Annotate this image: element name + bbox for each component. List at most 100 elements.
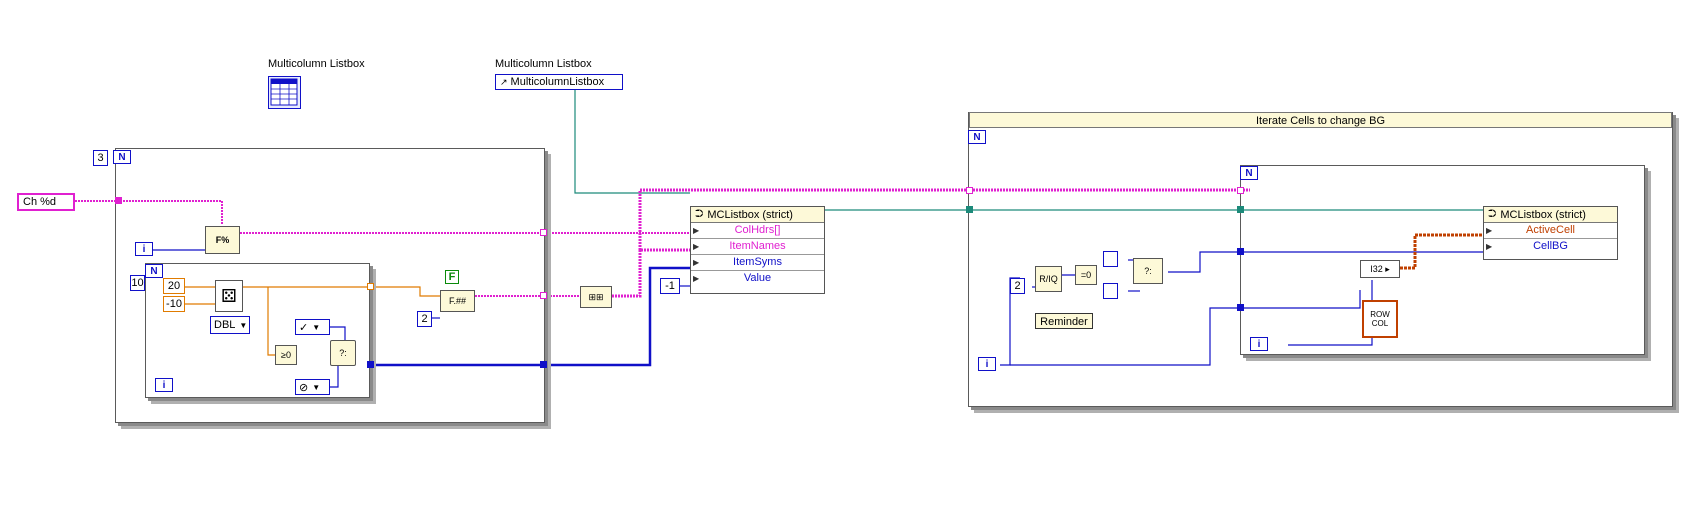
itemnames-wire-2 — [612, 248, 690, 298]
dbl-wire — [243, 286, 440, 297]
color-select-node[interactable]: ?: — [1133, 258, 1163, 284]
listbox-property-node-right[interactable]: ⮊MCListbox (strict) ▶ ActiveCell ▶CellBG — [1483, 206, 1618, 260]
right-loop-count-terminal: N — [968, 130, 986, 144]
chevron-down-icon: ▼ — [312, 382, 321, 392]
property-cellbg[interactable]: ▶CellBG — [1484, 239, 1617, 255]
dbl-tunnel — [367, 283, 374, 290]
check-symbol-text: ✓ — [299, 321, 309, 334]
inner-cell-count-terminal: N — [1240, 166, 1258, 180]
dims-constant[interactable]: 2 — [417, 311, 432, 327]
property-itemnames-label: ItemNames — [729, 240, 786, 252]
no-symbol-ring[interactable]: ⊘▼ — [295, 379, 330, 395]
equal-zero-node[interactable]: =0 — [1075, 265, 1097, 285]
number-to-string-node[interactable]: F.## — [440, 290, 475, 312]
bundle-node[interactable]: I32 ▸ — [1360, 260, 1400, 278]
chevron-down-icon: ▼ — [312, 322, 321, 332]
quotient-remainder-node[interactable]: R/IQ — [1035, 266, 1062, 292]
no-symbol-text: ⊘ — [299, 381, 309, 394]
inner-count-terminal: N — [145, 264, 163, 278]
rand-high-constant[interactable]: 20 — [163, 278, 185, 294]
input-arrow-icon: ▶ — [693, 242, 700, 251]
outer-for-loop[interactable] — [115, 148, 545, 423]
inner-iteration-terminal: i — [155, 378, 173, 392]
property-colhdrs[interactable]: ▶ColHdrs[] — [691, 223, 824, 239]
dbl-wire-cmp — [267, 287, 275, 356]
chevron-down-icon: ▼ — [239, 320, 248, 330]
property-value-label: Value — [743, 272, 772, 284]
listbox-reference-text: MulticolumnListbox — [510, 76, 605, 88]
input-arrow-icon: ▶ — [693, 226, 700, 235]
bool-tunnel — [367, 361, 374, 368]
input-arrow-icon: ▶ — [693, 258, 700, 267]
itemnames-long — [638, 188, 1250, 250]
input-arrow-icon: ▶ — [693, 274, 700, 283]
string-tunnel — [115, 197, 122, 204]
format-into-string-node[interactable]: F% — [205, 226, 240, 254]
rand-low-constant[interactable]: -10 — [163, 296, 185, 312]
format-string-constant[interactable]: Ch %d — [17, 193, 75, 211]
reminder-label: Reminder — [1035, 313, 1093, 329]
bool-false-constant[interactable]: F — [445, 270, 459, 284]
check-wire — [330, 326, 346, 345]
transpose-icon: ⊞⊞ — [588, 291, 604, 302]
select-icon: ?: — [339, 348, 347, 358]
property-activecell[interactable]: ▶ ActiveCell — [1484, 223, 1617, 239]
value-constant[interactable]: -1 — [660, 278, 680, 294]
greater-zero-node[interactable]: ≥0 — [275, 345, 297, 365]
n-count-constant[interactable]: 3 — [93, 150, 108, 166]
property-value[interactable]: ▶ Value — [691, 271, 824, 287]
inner-cell-loop[interactable] — [1240, 165, 1645, 355]
property-node-title: MCListbox (strict) — [1500, 208, 1586, 221]
false-color-constant[interactable] — [1103, 283, 1118, 299]
inner-color-tunnel — [1237, 248, 1244, 255]
select-node[interactable]: ?: — [330, 340, 356, 366]
right-ref-tunnel — [966, 206, 973, 213]
inner-for-loop[interactable] — [145, 263, 370, 398]
outer-iteration-terminal: i — [135, 242, 153, 256]
input-arrow-icon: ▶ — [1486, 226, 1493, 235]
bool-array-wire — [372, 266, 690, 367]
divisor-constant[interactable]: 2 — [1010, 278, 1025, 294]
property-activecell-label: ActiveCell — [1526, 224, 1575, 236]
property-cellbg-label: CellBG — [1533, 240, 1568, 252]
case-label: Iterate Cells to change BG — [969, 112, 1672, 128]
true-color-constant[interactable] — [1103, 251, 1118, 267]
listbox-reference[interactable]: ↗ MulticolumnListbox — [495, 74, 623, 90]
itemnames-tunnel — [540, 292, 547, 299]
inner-string-tunnel — [1237, 187, 1244, 194]
fmt-string-wire — [75, 200, 223, 224]
property-itemnames[interactable]: ▶ ItemNames — [691, 239, 824, 255]
select-icon: ?: — [1144, 266, 1152, 276]
inner-cell-iteration-terminal: i — [1250, 337, 1268, 351]
right-string-tunnel — [966, 187, 973, 194]
transpose-array-node[interactable]: ⊞⊞ — [580, 286, 612, 308]
property-icon: ⮊ — [1488, 208, 1497, 220]
property-itemsyms-label: ItemSyms — [733, 256, 782, 268]
ref-wire — [563, 74, 690, 194]
check-symbol-ring[interactable]: ✓▼ — [295, 319, 330, 335]
property-itemsyms[interactable]: ▶ ItemSyms — [691, 255, 824, 271]
bool-out-tunnel — [540, 361, 547, 368]
equal-zero-icon: =0 — [1080, 270, 1092, 280]
property-icon: ⮊ — [695, 208, 704, 220]
number-to-fractional-string-icon: F.## — [448, 296, 466, 306]
colhdrs-tunnel — [540, 229, 547, 236]
greater-zero-icon: ≥0 — [281, 350, 291, 360]
listbox-property-node-left[interactable]: ⮊MCListbox (strict) ▶ColHdrs[] ▶ ItemName… — [690, 206, 825, 294]
quotient-remainder-icon: R/IQ — [1039, 274, 1058, 284]
listbox-icon[interactable] — [268, 76, 301, 109]
inner-n-constant[interactable]: 10 — [130, 275, 145, 291]
reference-icon: ↗ — [500, 76, 508, 87]
random-number-node[interactable]: ⚄ — [215, 280, 243, 312]
nosym-wire — [330, 362, 339, 388]
inner-index-tunnel — [1237, 304, 1244, 311]
i-wire-case — [1010, 290, 1361, 366]
dbl-type-ring[interactable]: DBL▼ — [210, 316, 250, 334]
property-node-title: MCListbox (strict) — [707, 208, 793, 221]
format-into-string-icon: F% — [215, 235, 230, 245]
property-node-header: ⮊MCListbox (strict) — [1484, 207, 1617, 223]
right-iteration-terminal: i — [978, 357, 996, 371]
dbl-type-text: DBL — [214, 319, 236, 331]
